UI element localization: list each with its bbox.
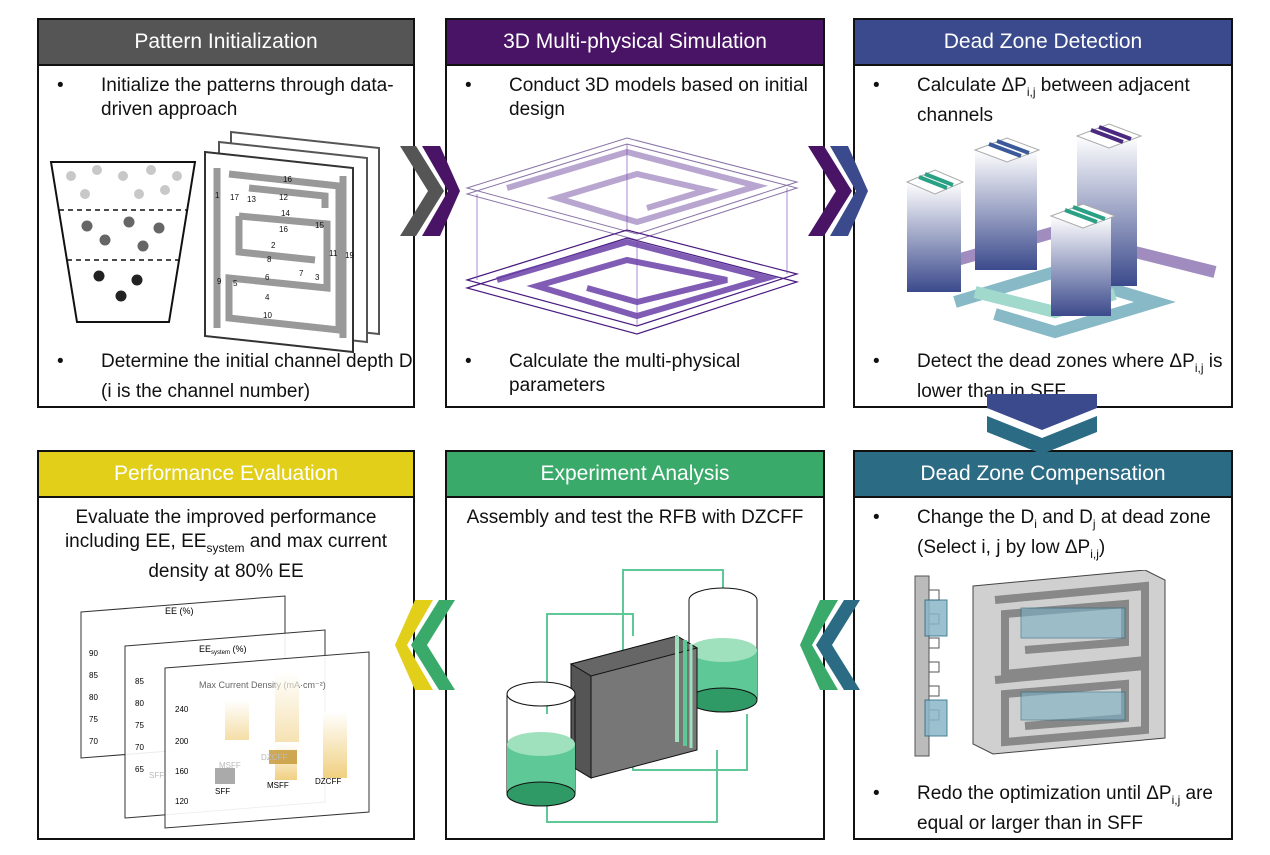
bullet-text: Conduct 3D models based on initial desig… bbox=[509, 75, 808, 120]
channel-number: 8 bbox=[267, 255, 272, 264]
channel-number: 6 bbox=[265, 273, 270, 282]
channel-number: 16 bbox=[279, 225, 288, 234]
ghost-bar bbox=[225, 700, 249, 740]
bar-dzcff bbox=[323, 712, 347, 778]
ghost-bar bbox=[269, 750, 297, 764]
bullet-dot: • bbox=[465, 75, 472, 96]
bullet-text: Calculate ΔPi,j between adjacent channel… bbox=[917, 75, 1190, 126]
bullet-dot: • bbox=[57, 75, 64, 96]
panel-title: Experiment Analysis bbox=[447, 452, 823, 498]
channel-number-labels: 16 1 17 13 12 14 15 16 2 11 19 8 6 7 3 9… bbox=[215, 175, 354, 320]
ghost-bar bbox=[275, 672, 299, 742]
ee-tick: 75 bbox=[89, 715, 98, 724]
bar-sff bbox=[215, 768, 235, 784]
mcd-chart-title: Max Current Density (mA·cm⁻²) bbox=[199, 680, 326, 690]
compensation-illustration bbox=[914, 570, 1166, 757]
bullet-text: Redo the optimization until ΔPi,j are eq… bbox=[917, 783, 1213, 834]
bullet-text: Initialize the patterns through data-dri… bbox=[101, 75, 394, 120]
channel-number: 15 bbox=[315, 221, 324, 230]
panel-title: Pattern Initialization bbox=[39, 20, 413, 66]
flow-arrow-3 bbox=[987, 394, 1097, 454]
ees-tick: 70 bbox=[135, 743, 144, 752]
bullet-dot: • bbox=[873, 507, 880, 528]
panel-pattern-initialization: Pattern Initialization • Initialize the … bbox=[37, 18, 415, 408]
channel-number: 5 bbox=[233, 279, 238, 288]
pattern-init-illustration: 16 1 17 13 12 14 15 16 2 11 19 8 6 7 3 9… bbox=[49, 130, 380, 354]
category-label: DZCFF bbox=[315, 777, 341, 786]
3d-model-illustration bbox=[464, 137, 800, 335]
mcd-tick: 160 bbox=[175, 767, 189, 776]
channel-number: 9 bbox=[217, 277, 222, 286]
performance-charts-illustration: EE (%) 90 85 80 75 70 EEsystem (%) 85 80… bbox=[80, 595, 370, 829]
channel-number: 11 bbox=[329, 249, 338, 258]
ee-tick: 70 bbox=[89, 737, 98, 746]
ee-tick: 85 bbox=[89, 671, 98, 680]
panel-title: Dead Zone Compensation bbox=[855, 452, 1231, 498]
ee-chart-title: EE (%) bbox=[165, 606, 194, 616]
bullet-dot: • bbox=[465, 351, 472, 372]
channel-number: 7 bbox=[299, 269, 304, 278]
ghost-label: DZCFF bbox=[261, 753, 287, 762]
flow-arrow-5 bbox=[395, 600, 455, 690]
mcd-tick: 200 bbox=[175, 737, 189, 746]
category-label: MSFF bbox=[267, 781, 289, 790]
ee-tick: 80 bbox=[89, 693, 98, 702]
mcd-tick: 240 bbox=[175, 705, 189, 714]
ees-tick: 85 bbox=[135, 677, 144, 686]
channel-number: 17 bbox=[230, 193, 239, 202]
ees-tick: 75 bbox=[135, 721, 144, 730]
channel-number: 1 bbox=[215, 191, 220, 200]
panel-text: Assembly and test the RFB with DZCFF bbox=[466, 507, 804, 528]
flow-arrow-1 bbox=[400, 146, 460, 236]
panel-3d-simulation: 3D Multi-physical Simulation • Conduct 3… bbox=[445, 18, 825, 408]
panel-performance-evaluation: Performance Evaluation Evaluate the impr… bbox=[37, 450, 415, 840]
channel-number: 3 bbox=[315, 273, 320, 282]
bullet-text: Calculate the multi-physical parameters bbox=[509, 351, 741, 396]
panel-experiment-analysis: Experiment Analysis Assembly and test th… bbox=[445, 450, 825, 840]
channel-number: 14 bbox=[281, 209, 290, 218]
category-label: SFF bbox=[215, 787, 230, 796]
flow-arrow-4 bbox=[800, 600, 860, 690]
panel-title: 3D Multi-physical Simulation bbox=[447, 20, 823, 66]
ees-chart-title: EEsystem (%) bbox=[199, 644, 247, 656]
flow-arrow-2 bbox=[808, 146, 868, 236]
bullet-dot: • bbox=[873, 783, 880, 804]
panel-dead-zone-compensation: Dead Zone Compensation • Change the Di a… bbox=[853, 450, 1233, 840]
channel-number: 16 bbox=[283, 175, 292, 184]
dead-zone-illustration bbox=[905, 123, 1217, 339]
channel-number: 10 bbox=[263, 311, 272, 320]
panel-title: Dead Zone Detection bbox=[855, 20, 1231, 66]
ees-tick: 80 bbox=[135, 699, 144, 708]
channel-number: 4 bbox=[265, 293, 270, 302]
channel-number: 19 bbox=[345, 251, 354, 260]
panel-text: Evaluate the improved performance includ… bbox=[64, 507, 388, 582]
ee-tick: 90 bbox=[89, 649, 98, 658]
panel-dead-zone-detection: Dead Zone Detection • Calculate ΔPi,j be… bbox=[853, 18, 1233, 408]
ghost-label: MSFF bbox=[219, 761, 241, 770]
bullet-dot: • bbox=[57, 351, 64, 372]
mcd-tick: 120 bbox=[175, 797, 189, 806]
ghost-label: SFF bbox=[149, 771, 164, 780]
bullet-text: Determine the initial channel depth Di (… bbox=[101, 351, 415, 402]
panel-title: Performance Evaluation bbox=[39, 452, 413, 498]
ees-tick: 65 bbox=[135, 765, 144, 774]
bullet-dot: • bbox=[873, 75, 880, 96]
channel-number: 13 bbox=[247, 195, 256, 204]
channel-number: 12 bbox=[279, 193, 288, 202]
rfb-illustration bbox=[506, 569, 758, 823]
bullet-text: Change the Di and Dj at dead zone (Selec… bbox=[917, 507, 1211, 561]
bullet-dot: • bbox=[873, 351, 880, 372]
channel-number: 2 bbox=[271, 241, 276, 250]
